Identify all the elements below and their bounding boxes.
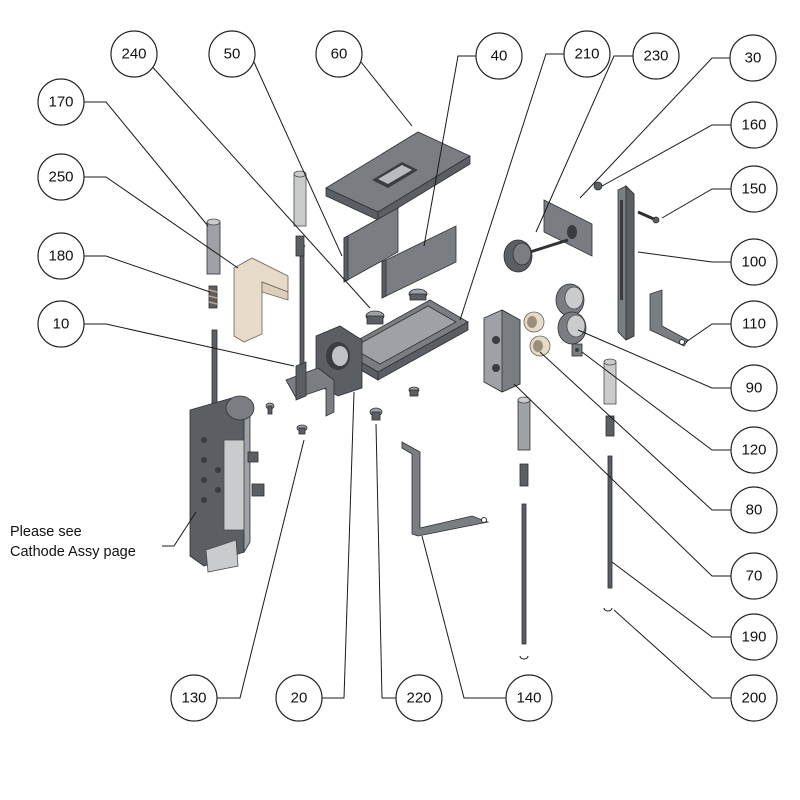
callout-90: 90 bbox=[730, 364, 778, 412]
callout-50: 50 bbox=[208, 30, 256, 78]
svg-text:20: 20 bbox=[291, 690, 308, 707]
part-50-plate bbox=[343, 207, 399, 283]
callout-70: 70 bbox=[730, 552, 778, 600]
svg-text:250: 250 bbox=[48, 169, 73, 186]
svg-text:150: 150 bbox=[741, 181, 766, 198]
part-180-spring bbox=[208, 285, 218, 309]
part-200-clip bbox=[603, 607, 613, 612]
callout-200: 200 bbox=[730, 674, 778, 722]
part-70-plate bbox=[483, 309, 521, 393]
svg-text:30: 30 bbox=[745, 50, 762, 67]
callout-250: 250 bbox=[37, 153, 85, 201]
svg-text:50: 50 bbox=[224, 46, 241, 63]
part-120-clip bbox=[571, 343, 583, 357]
part-230-plate bbox=[529, 199, 593, 257]
callout-190: 190 bbox=[730, 613, 778, 661]
callout-60: 60 bbox=[315, 30, 363, 78]
svg-text:100: 100 bbox=[741, 254, 766, 271]
part-100-rail bbox=[617, 185, 635, 341]
svg-text:170: 170 bbox=[48, 94, 73, 111]
note-line-2: Cathode Assy page bbox=[10, 544, 136, 560]
svg-text:220: 220 bbox=[406, 690, 431, 707]
parts bbox=[189, 131, 689, 660]
callout-120: 120 bbox=[730, 426, 778, 474]
callout-20: 20 bbox=[275, 674, 323, 722]
svg-text:10: 10 bbox=[53, 316, 70, 333]
part-110-bracket bbox=[649, 289, 689, 347]
svg-text:160: 160 bbox=[741, 117, 766, 134]
svg-text:70: 70 bbox=[746, 568, 763, 585]
callout-30: 30 bbox=[729, 34, 777, 82]
svg-text:60: 60 bbox=[331, 46, 348, 63]
callout-110: 110 bbox=[730, 300, 778, 348]
callout-130: 130 bbox=[170, 674, 218, 722]
callout-240: 240 bbox=[110, 30, 158, 78]
part-140-bracket bbox=[401, 441, 490, 537]
svg-text:110: 110 bbox=[742, 316, 766, 333]
part-60-top-plate bbox=[325, 131, 471, 221]
callout-230: 230 bbox=[632, 32, 680, 80]
callout-180: 180 bbox=[37, 232, 85, 280]
svg-text:200: 200 bbox=[741, 690, 766, 707]
part-240-knobs bbox=[365, 288, 428, 325]
part-150-screw bbox=[637, 210, 660, 224]
leader-lines bbox=[84, 53, 731, 699]
part-170-pin bbox=[206, 218, 221, 275]
part-220-nut bbox=[369, 407, 383, 421]
svg-text:90: 90 bbox=[746, 380, 763, 397]
callout-80: 80 bbox=[730, 486, 778, 534]
part-90-rings bbox=[555, 283, 587, 345]
part-130-screw bbox=[265, 386, 420, 435]
svg-text:40: 40 bbox=[491, 48, 508, 65]
part-pin-upper bbox=[293, 170, 307, 257]
part-160-cap bbox=[593, 181, 603, 191]
callouts: 240 50 60 40 210 230 30 160 150 100 110 … bbox=[37, 30, 778, 722]
part-80-bushings bbox=[523, 311, 551, 357]
svg-text:210: 210 bbox=[574, 46, 599, 63]
callout-40: 40 bbox=[475, 32, 523, 80]
cathode-note: Please see Cathode Assy page bbox=[10, 524, 136, 560]
cathode-assembly bbox=[189, 329, 265, 573]
callout-100: 100 bbox=[730, 238, 778, 286]
callout-210: 210 bbox=[563, 30, 611, 78]
callout-150: 150 bbox=[730, 165, 778, 213]
part-250-l-bracket bbox=[233, 257, 289, 343]
svg-text:190: 190 bbox=[741, 629, 766, 646]
svg-text:180: 180 bbox=[48, 248, 73, 265]
part-40-plate bbox=[381, 225, 457, 299]
part-190-rod bbox=[603, 358, 617, 589]
callout-10: 10 bbox=[37, 300, 85, 348]
part-10-bracket bbox=[285, 243, 335, 417]
svg-text:240: 240 bbox=[121, 46, 146, 63]
part-210-wheel bbox=[503, 239, 533, 273]
callout-170: 170 bbox=[37, 78, 85, 126]
callout-140: 140 bbox=[505, 674, 553, 722]
svg-text:80: 80 bbox=[746, 502, 763, 519]
svg-text:130: 130 bbox=[181, 690, 206, 707]
svg-text:120: 120 bbox=[741, 442, 766, 459]
callout-220: 220 bbox=[395, 674, 443, 722]
part-center-rod bbox=[517, 396, 531, 660]
svg-text:140: 140 bbox=[516, 690, 541, 707]
callout-160: 160 bbox=[730, 101, 778, 149]
svg-text:230: 230 bbox=[643, 48, 668, 65]
note-line-1: Please see bbox=[10, 524, 82, 540]
